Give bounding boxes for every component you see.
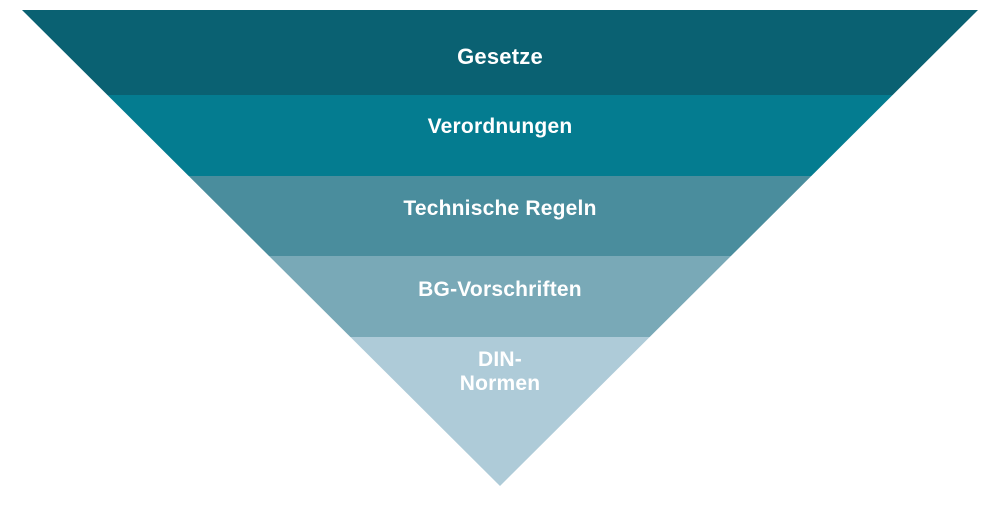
funnel-band-2[interactable] [0,95,1000,176]
funnel-band-4[interactable] [0,256,1000,337]
funnel-band-1[interactable] [0,10,1000,95]
funnel-band-3[interactable] [0,176,1000,256]
funnel-bands [0,10,1000,486]
funnel-band-5[interactable] [0,337,1000,486]
